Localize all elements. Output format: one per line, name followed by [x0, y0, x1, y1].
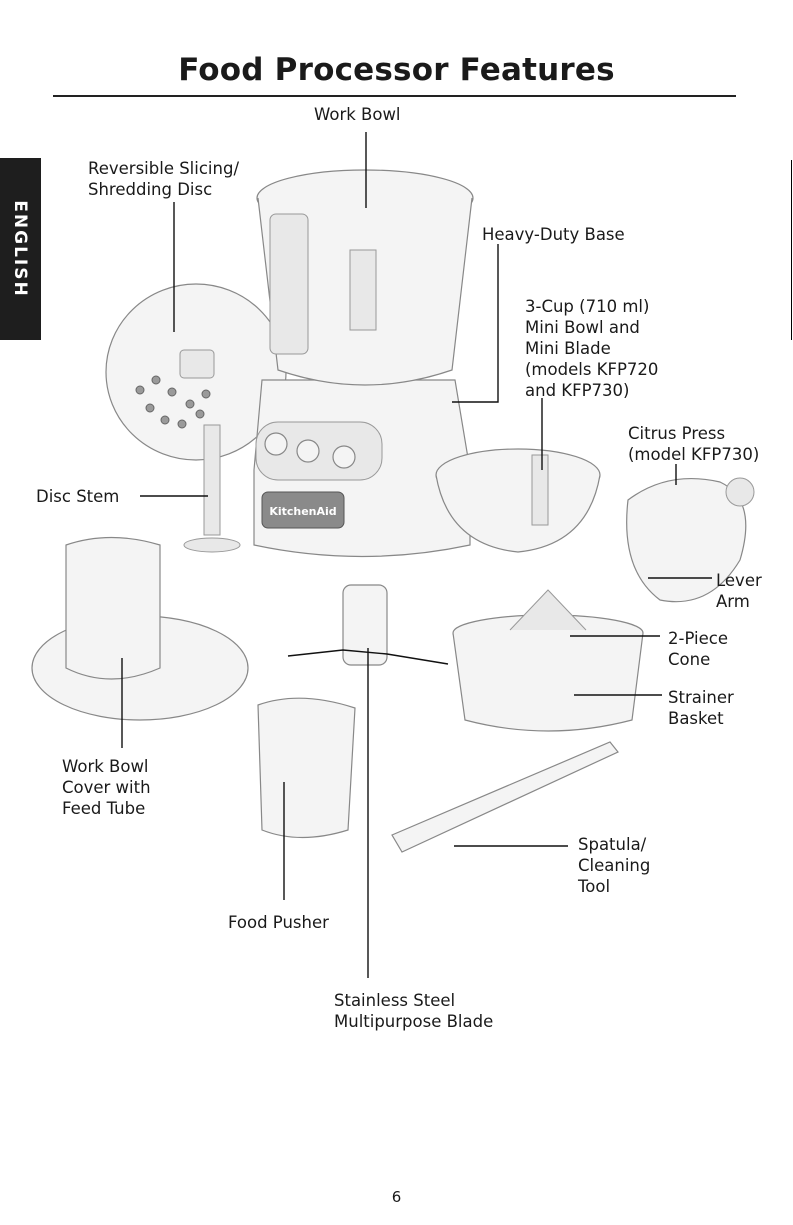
label-disc-stem: Disc Stem: [36, 487, 120, 506]
page-title: Food Processor Features: [178, 52, 615, 88]
cone-tip: [509, 589, 587, 631]
food-pusher-shape: [257, 697, 356, 839]
label-lever-arm: Lever Arm: [716, 571, 762, 611]
label-blade: Stainless Steel Multipurpose Blade: [334, 991, 494, 1031]
mini-blade-stem: [531, 454, 549, 526]
bowl-spindle: [349, 249, 377, 331]
disc-stem-foot: [183, 537, 241, 553]
brand-badge-text: KitchenAid: [269, 505, 336, 518]
blade-hub: [342, 584, 388, 666]
title-rule: [53, 95, 736, 97]
lever-knob: [725, 477, 755, 507]
leader-base: [452, 244, 499, 403]
label-base: Heavy-Duty Base: [482, 225, 625, 244]
label-cone: 2-Piece Cone: [668, 629, 728, 669]
page-edge-line: [791, 160, 792, 340]
bowl-handle: [269, 213, 309, 355]
page-number: 6: [391, 1188, 402, 1206]
spatula-shape: [391, 741, 619, 853]
on-button: [296, 439, 320, 463]
pulse-button: [332, 445, 356, 469]
blade-edge: [287, 649, 449, 665]
brand-badge: [261, 491, 345, 529]
label-mini-bowl: 3-Cup (710 ml) Mini Bowl and Mini Blade …: [525, 297, 659, 400]
label-strainer: Strainer Basket: [668, 688, 734, 728]
label-slicing-disc: Reversible Slicing/ Shredding Disc: [88, 159, 239, 199]
language-tab: ENGLISH: [0, 158, 41, 340]
strainer-body: [452, 632, 644, 732]
label-pusher: Food Pusher: [228, 913, 329, 932]
disc-slot: [179, 349, 215, 379]
label-work-bowl: Work Bowl: [314, 105, 401, 124]
mini-bowl-body: [435, 474, 601, 553]
label-cover: Work Bowl Cover with Feed Tube: [62, 757, 151, 818]
off-button: [264, 432, 288, 456]
disc-stem-shape: [203, 424, 221, 536]
label-citrus-press: Citrus Press (model KFP730): [628, 424, 760, 464]
feed-tube: [65, 536, 161, 680]
citrus-cone-shape: [626, 477, 747, 603]
disc-holes: [135, 375, 211, 429]
label-spatula: Spatula/ Cleaning Tool: [578, 835, 651, 896]
